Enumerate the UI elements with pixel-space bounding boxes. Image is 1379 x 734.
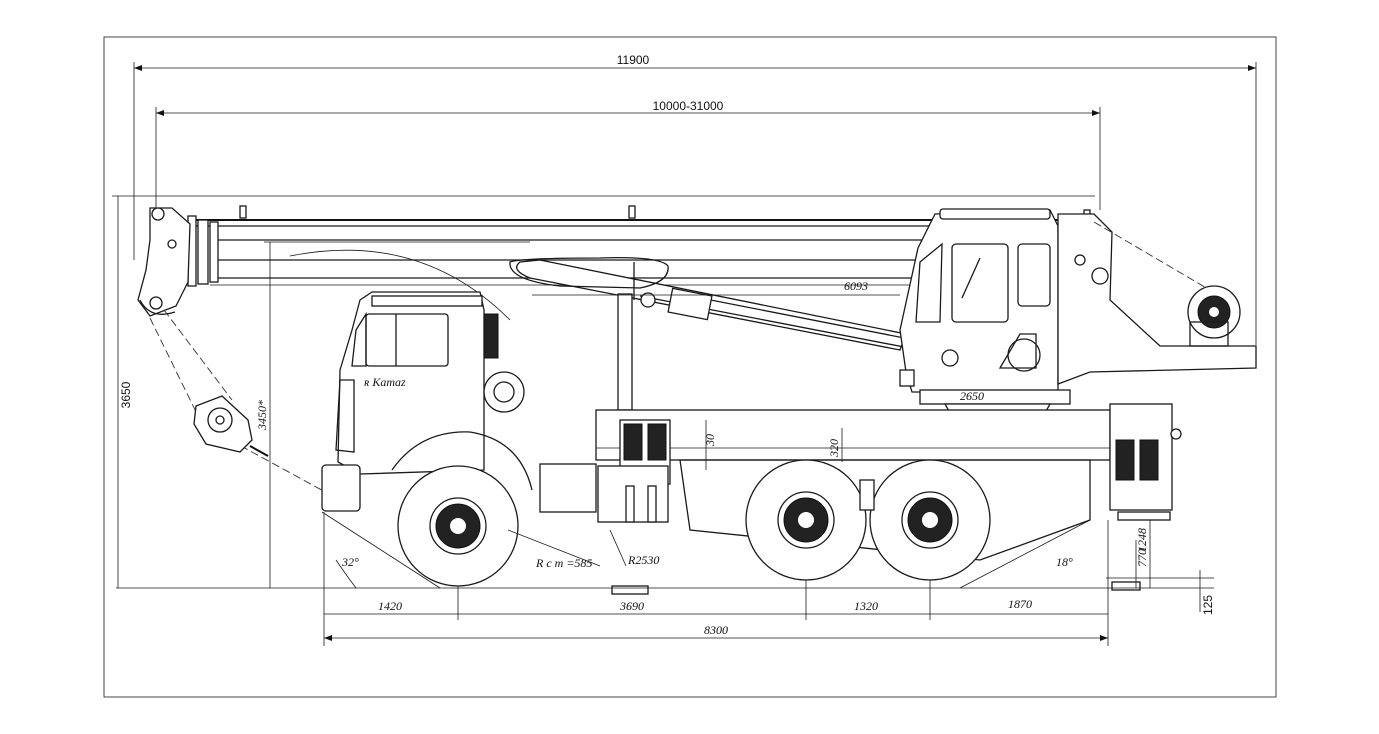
- dimension-total-height: 3650: [117, 196, 133, 588]
- departure-angle-label: 18°: [1056, 555, 1073, 569]
- front-wheel: [397, 465, 519, 587]
- crane-boom: [137, 205, 1091, 317]
- rear-wheel-2: [869, 459, 991, 581]
- truck-cab: ʀ Kamaz: [335, 291, 525, 475]
- rear-outrigger: [1109, 403, 1182, 591]
- rear-overhang-label: 1870: [1008, 597, 1032, 611]
- rear-clearance-label: 770: [1135, 549, 1149, 567]
- front-overhang-label: 1420: [378, 599, 402, 613]
- drawing-frame: [103, 36, 1277, 698]
- outrigger-height-label: 320: [827, 439, 841, 458]
- ground-clearance-label: 125: [1201, 595, 1215, 615]
- svg-text:ʀ Kamaz: ʀ Kamaz: [364, 375, 406, 389]
- total-height-label: 3650: [119, 381, 133, 408]
- turntable-label: 2650: [960, 389, 984, 403]
- dimension-ground-clearance: 125: [1106, 570, 1215, 615]
- rear-winch-frame: [1057, 213, 1257, 385]
- dimension-chassis-length: 8300: [324, 623, 1108, 641]
- turntable-offset-label: 6093: [844, 279, 868, 293]
- front-outrigger: [611, 485, 657, 595]
- slew-radius-label: R2530: [627, 553, 659, 567]
- dimension-boom-length: 10000-31000: [155, 99, 1101, 210]
- lift-cylinder: [509, 257, 941, 353]
- chassis-length-label: 8300: [704, 623, 728, 637]
- rear-wheel-1: [745, 459, 867, 581]
- dimension-cab-height: 3450*: [255, 241, 530, 588]
- overall-length-label: 11900: [617, 53, 650, 67]
- rear-step-label: 1248: [1135, 528, 1149, 552]
- front-bumper: [321, 431, 533, 512]
- hook-block: [193, 395, 269, 457]
- dimension-bottom-chain: 1420 3690 1320 1870: [323, 512, 1109, 646]
- wheelbase-front-label: 3690: [619, 599, 644, 613]
- boom-length-label: 10000-31000: [653, 99, 724, 113]
- approach-angle-label: 32°: [341, 555, 359, 569]
- bogie-base-label: 1320: [854, 599, 878, 613]
- crane-operator-cab: [899, 208, 1059, 393]
- cab-height-label: 3450*: [255, 400, 269, 431]
- frame-height-label: 30: [703, 434, 717, 447]
- turning-radius-label: R с т =585: [535, 556, 592, 570]
- dimension-overall-length: 11900: [133, 53, 1257, 345]
